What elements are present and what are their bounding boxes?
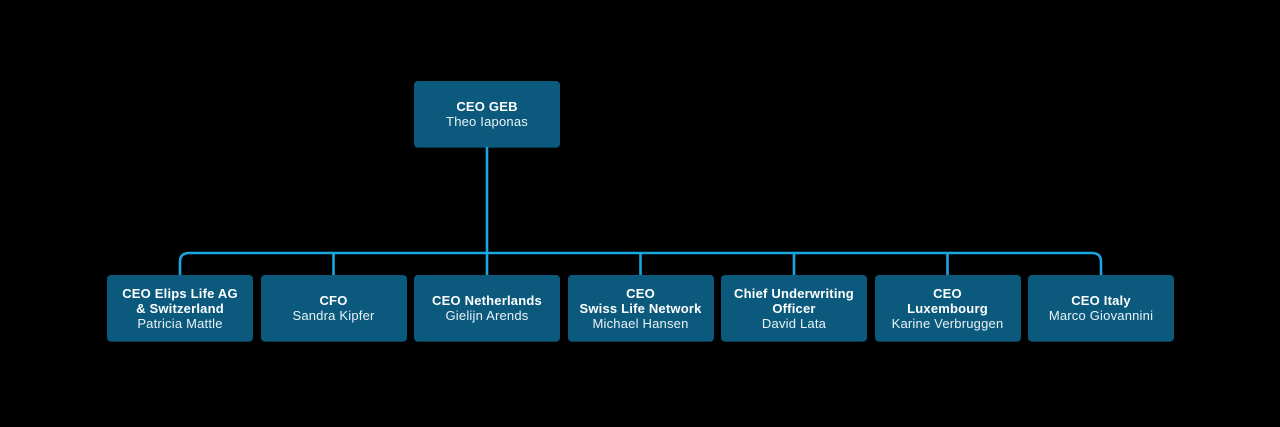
org-node-netherlands: CEO Netherlands Gielijn Arends xyxy=(414,275,560,341)
connector-rail xyxy=(178,251,1103,275)
org-node-luxembourg: CEO Luxembourg Karine Verbruggen xyxy=(874,275,1021,341)
node-name: Sandra Kipfer xyxy=(292,308,375,323)
node-title: CEO GEB xyxy=(456,99,518,114)
org-node-italy: CEO Italy Marco Giovannini xyxy=(1028,275,1174,341)
node-name: David Lata xyxy=(761,315,827,331)
node-title: Chief Underwriting Officer xyxy=(734,285,854,316)
org-node-elips-switzerland: CEO Elips Life AG & Switzerland Patricia… xyxy=(107,275,253,341)
node-title: CEO Italy xyxy=(1071,293,1131,308)
node-name: Karine Verbruggen xyxy=(891,315,1004,331)
org-node-swiss-life-network: CEO Swiss Life Network Michael Hansen xyxy=(567,275,714,341)
node-title: CEO Elips Life AG & Switzerland xyxy=(122,285,238,316)
org-node-cfo: CFO Sandra Kipfer xyxy=(260,275,407,341)
org-node-ceo-geb: CEO GEB Theo Iaponas xyxy=(414,81,560,147)
node-title: CEO Netherlands xyxy=(432,293,542,308)
node-name: Marco Giovannini xyxy=(1048,308,1154,323)
org-node-chief-underwriting-officer: Chief Underwriting Officer David Lata xyxy=(721,275,867,341)
node-name: Gielijn Arends xyxy=(445,308,529,323)
node-title: CFO xyxy=(319,293,348,308)
node-title: CEO Swiss Life Network xyxy=(579,285,702,316)
node-name: Patricia Mattle xyxy=(137,315,223,331)
node-name: Michael Hansen xyxy=(592,315,689,331)
node-name: Theo Iaponas xyxy=(446,114,528,129)
node-title: CEO Luxembourg xyxy=(907,285,988,316)
